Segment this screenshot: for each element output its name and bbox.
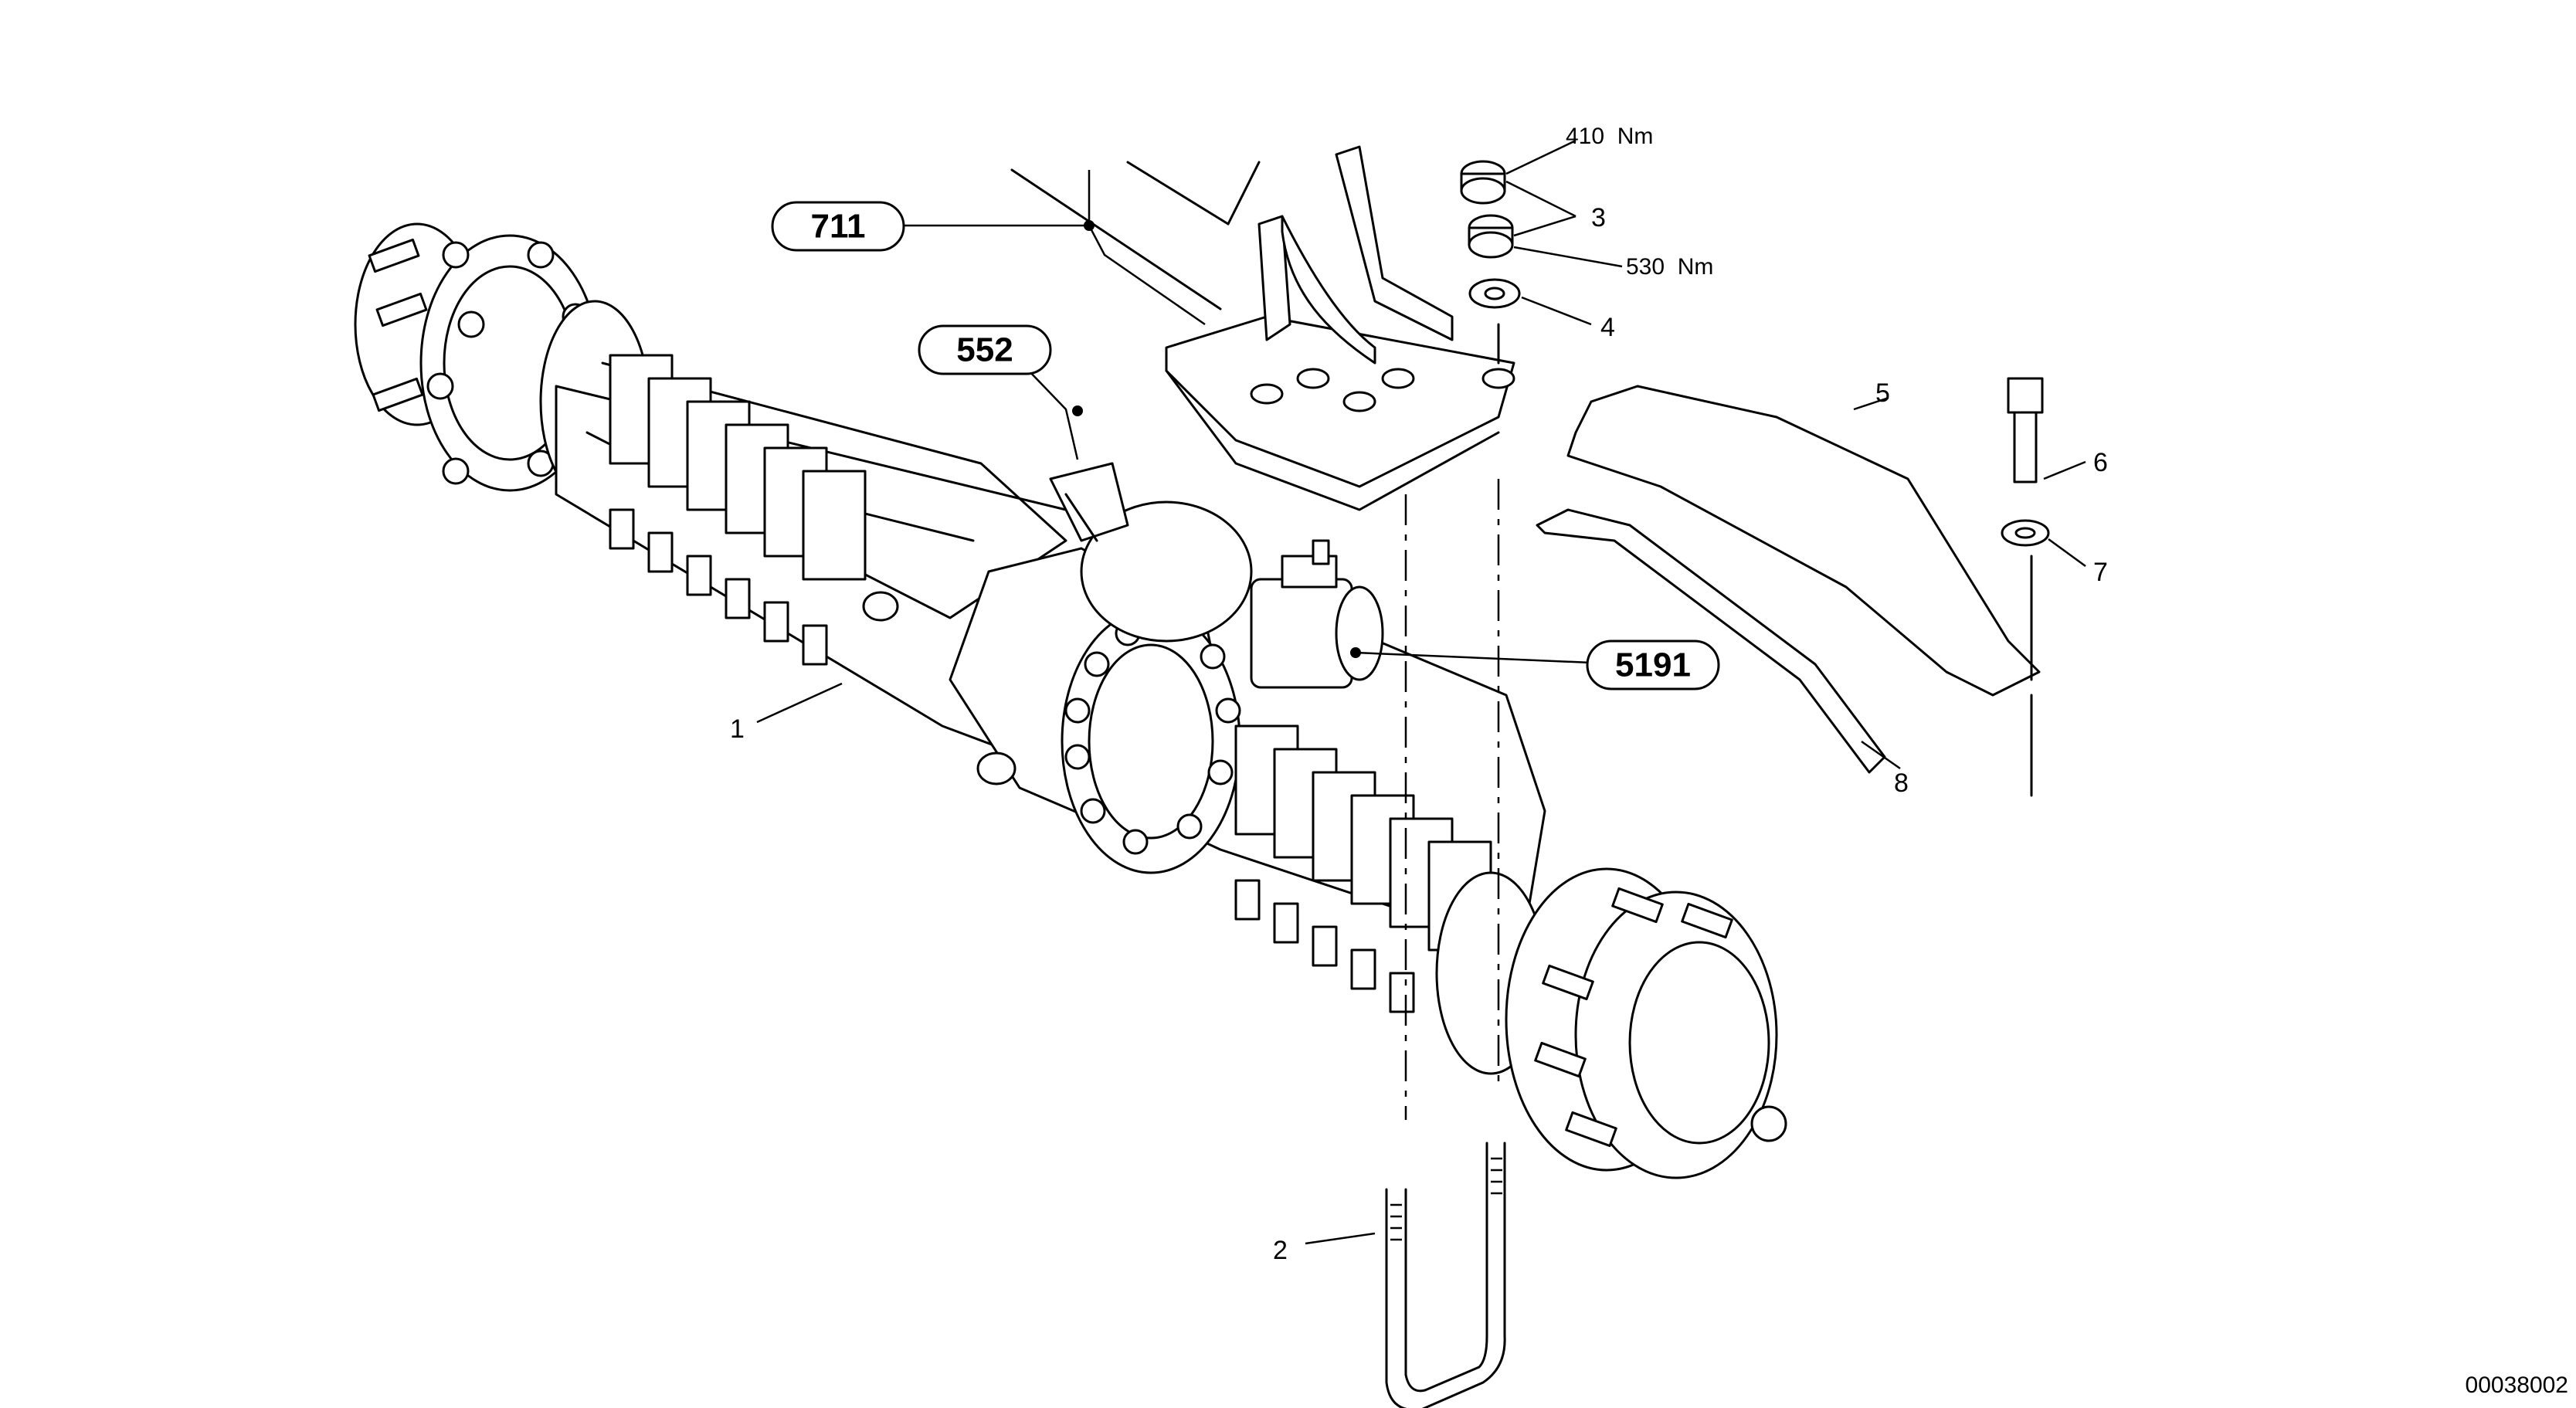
part-number-2: 2: [1273, 1236, 1288, 1265]
part-number-1: 1: [730, 714, 745, 744]
reference-label-5191-text: 5191: [1615, 646, 1691, 684]
reference-label-711-text: 711: [811, 208, 866, 246]
part-number-6: 6: [2093, 448, 2108, 477]
part-number-3: 3: [1591, 203, 1606, 232]
left-wheel-hub: [354, 222, 650, 504]
mounting-bracket: [1010, 145, 1515, 511]
assembly-centerlines: [1404, 323, 2033, 1120]
axle-housing-beam: [555, 354, 1546, 1013]
valve-block: [1250, 539, 1384, 689]
reference-label-552-text: 552: [956, 331, 1013, 369]
bolt-6: [2007, 377, 2044, 483]
leader-lines: [756, 139, 2086, 1245]
u-bolt-2: [1385, 1142, 1506, 1408]
right-wheel-hub: [1435, 867, 1787, 1179]
washer-4: [1468, 278, 1521, 309]
part-number-7: 7: [2093, 558, 2108, 587]
reference-label-552: 552: [918, 324, 1052, 375]
torque-value-410: 410 Nm: [1566, 124, 1653, 149]
washer-7: [2001, 519, 2050, 547]
part-number-4: 4: [1600, 313, 1615, 342]
reference-label-5191: 5191: [1586, 640, 1720, 690]
nut-410: [1460, 160, 1506, 205]
torque-value-530: 530 Nm: [1626, 254, 1713, 280]
part-number-5: 5: [1875, 378, 1890, 408]
part-number-8: 8: [1894, 768, 1909, 798]
shim-plate-8: [1536, 508, 1886, 774]
nut-530: [1468, 214, 1514, 259]
shim-plate-5: [1566, 385, 2041, 697]
left-beam-ribs: [609, 354, 867, 666]
reference-label-711: 711: [771, 201, 905, 252]
document-id: 00038002: [2466, 1372, 2568, 1398]
